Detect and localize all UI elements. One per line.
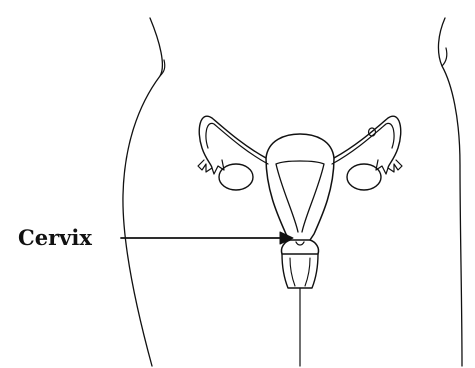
cervix-label: Cervix xyxy=(18,225,92,250)
cervix-opening xyxy=(296,242,304,245)
uterus-body xyxy=(266,134,334,240)
cervix-shape xyxy=(281,240,318,254)
left-ovary xyxy=(219,164,253,190)
right-fallopian-tube-inner xyxy=(332,123,394,164)
uterine-cavity xyxy=(276,161,324,232)
vagina-inner xyxy=(290,258,310,286)
left-hip-outline xyxy=(123,18,162,366)
right-hip-notch xyxy=(442,48,447,66)
left-fallopian-tube-inner xyxy=(206,123,268,164)
cervix-pointer xyxy=(121,232,293,244)
uterus-illustration xyxy=(198,116,402,288)
right-hip-outline xyxy=(438,18,462,366)
vagina xyxy=(282,254,318,288)
body-outline xyxy=(123,18,462,366)
right-ovary xyxy=(347,164,381,190)
